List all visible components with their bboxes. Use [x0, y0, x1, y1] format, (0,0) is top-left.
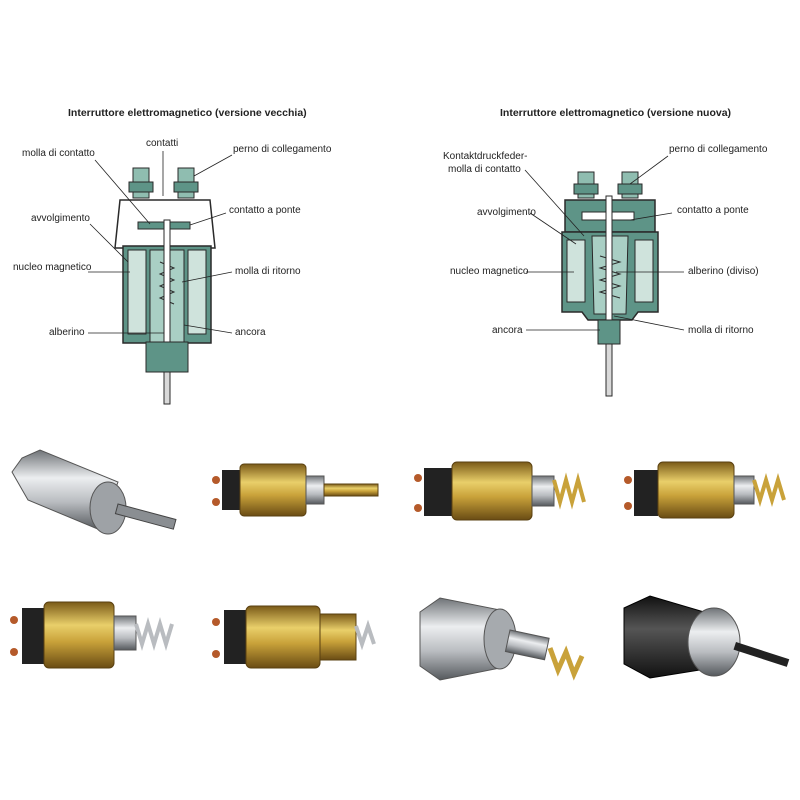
- label-ancora: ancora: [235, 327, 266, 338]
- old-solenoid-cross-section: [88, 151, 233, 405]
- diagram-title-old: Interruttore elettromagnetico (versione …: [68, 107, 307, 119]
- brass-solenoid-photo: [10, 601, 174, 669]
- silver-solenoid-photo: [11, 449, 177, 535]
- label-molla-di-ritorno-new: molla di ritorno: [688, 325, 754, 336]
- label-contatto-a-ponte: contatto a ponte: [229, 205, 301, 216]
- label-perno-di-collegamento-new: perno di collegamento: [669, 144, 768, 155]
- label-alberino: alberino: [49, 327, 85, 338]
- label-nucleo-magnetico-new: nucleo magnetico: [450, 266, 529, 277]
- diagram-title-new: Interruttore elettromagnetico (versione …: [500, 107, 732, 119]
- label-nucleo-magnetico: nucleo magnetico: [13, 262, 92, 273]
- label-perno-di-collegamento: perno di collegamento: [233, 144, 332, 155]
- label-alberino-diviso: alberino (diviso): [688, 266, 759, 277]
- label-ancora-new: ancora: [492, 325, 523, 336]
- label-contatto-a-ponte-new: contatto a ponte: [677, 205, 749, 216]
- brass-solenoid-photo: [624, 461, 786, 519]
- new-solenoid-cross-section: [524, 155, 685, 397]
- brass-solenoid-photo: [414, 461, 586, 521]
- label-molla-di-ritorno: molla di ritorno: [235, 266, 301, 277]
- brass-solenoid-photo: [212, 463, 379, 517]
- label-avvolgimento: avvolgimento: [31, 213, 90, 224]
- brass-solenoid-photo: [212, 605, 376, 669]
- black-solenoid-photo: [623, 595, 790, 679]
- label-molla-di-contatto: molla di contatto: [22, 148, 95, 159]
- label-avvolgimento-new: avvolgimento: [477, 207, 536, 218]
- label-contatti: contatti: [146, 138, 179, 149]
- label-kontaktdruckfeder: Kontaktdruckfeder-: [443, 151, 528, 162]
- photo-grid: [10, 449, 790, 681]
- silver-solenoid-photo: [419, 597, 585, 681]
- label-molla-di-contatto-new: molla di contatto: [448, 164, 521, 175]
